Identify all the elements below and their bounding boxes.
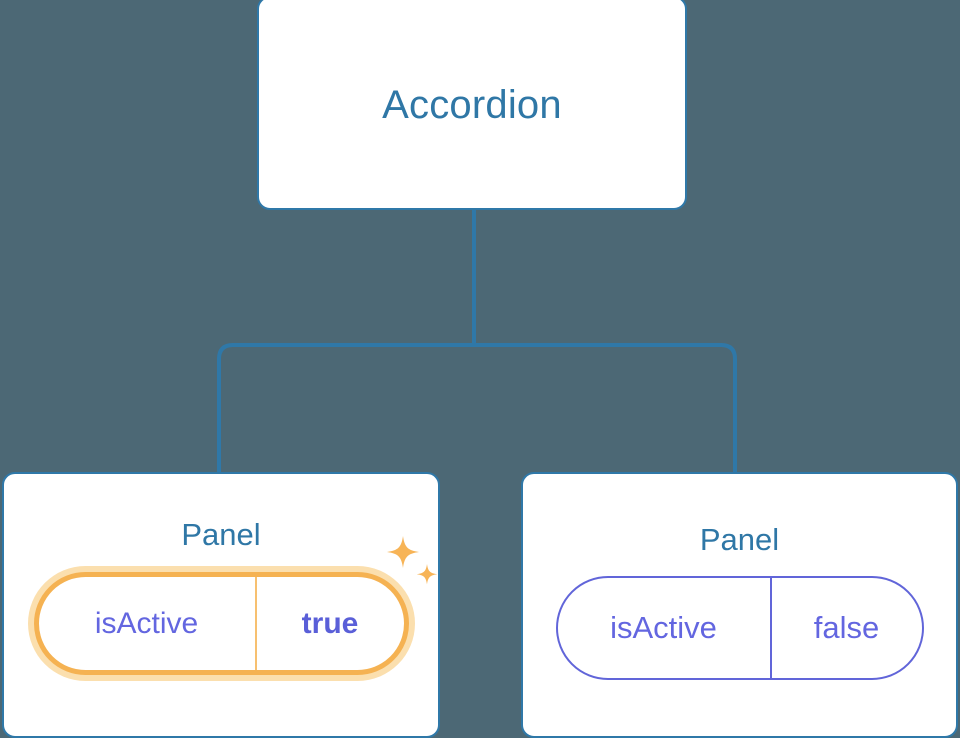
prop-value-label: false bbox=[813, 610, 880, 645]
sparkle-large-icon bbox=[386, 536, 419, 568]
node-accordion[interactable]: Accordion bbox=[257, 0, 687, 210]
prop-pill-left-wrapper: isActive true bbox=[33, 536, 437, 675]
prop-pill-is-active-false[interactable]: isActive false bbox=[555, 576, 924, 680]
node-panel-left-title: Panel bbox=[181, 517, 261, 552]
prop-key-label: isActive bbox=[39, 577, 257, 670]
prop-value-label: true bbox=[301, 606, 359, 640]
node-panel-left[interactable]: Panel isActive true bbox=[2, 472, 440, 738]
node-accordion-title: Accordion bbox=[382, 83, 562, 127]
prop-pill-right-wrapper: isActive false bbox=[555, 576, 924, 680]
edge-split-to-panel-left bbox=[217, 343, 474, 474]
sparkle-small-icon bbox=[416, 564, 437, 585]
prop-key-label: isActive bbox=[558, 578, 772, 678]
prop-pill-is-active-true[interactable]: isActive true bbox=[33, 572, 409, 675]
edge-split-to-panel-right bbox=[474, 343, 737, 474]
node-panel-right-title: Panel bbox=[699, 522, 780, 557]
node-panel-right[interactable]: Panel isActive false bbox=[521, 472, 958, 738]
